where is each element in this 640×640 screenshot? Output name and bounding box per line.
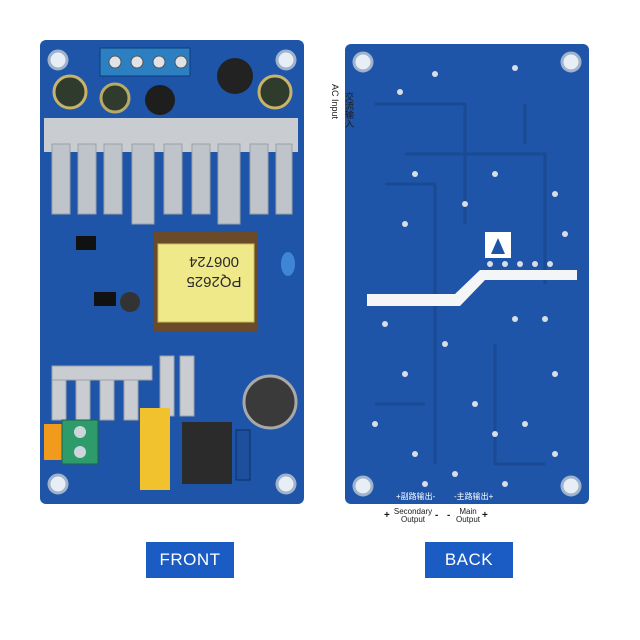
front-pcb-image bbox=[40, 40, 304, 504]
secondary-output-line-1: Secondary bbox=[393, 507, 433, 516]
transformer-label: PQ2625 006724 bbox=[168, 251, 260, 291]
main-minus-sign: - bbox=[447, 510, 451, 521]
transformer-line-1: PQ2625 bbox=[186, 273, 242, 290]
main-output-line-1: Main bbox=[459, 507, 477, 516]
transformer-line-2: 006724 bbox=[188, 253, 240, 270]
secondary-minus-sign: - bbox=[435, 510, 439, 521]
front-pcb-board bbox=[40, 40, 304, 504]
back-pcb-image bbox=[345, 44, 589, 504]
mount-hole bbox=[352, 51, 582, 497]
front-label: FRONT bbox=[146, 542, 234, 578]
ac-input-en-label: AC Input bbox=[330, 84, 340, 120]
ac-input-cn-label: 交流输入 bbox=[343, 92, 353, 128]
main-plus-sign: + bbox=[482, 510, 488, 521]
secondary-output-en: Secondary Output bbox=[392, 508, 434, 524]
mount-hole bbox=[47, 49, 297, 495]
secondary-output-line-2: Output bbox=[400, 515, 425, 524]
main-output-line-2: Output bbox=[455, 515, 480, 524]
secondary-plus-sign: + bbox=[384, 510, 390, 521]
main-output-en: Main Output bbox=[452, 508, 484, 524]
main-output-cn: -主路输出+ bbox=[454, 492, 494, 501]
secondary-output-cn: +副路输出- bbox=[396, 492, 436, 501]
back-label: BACK bbox=[425, 542, 513, 578]
back-pcb-board bbox=[345, 44, 589, 504]
